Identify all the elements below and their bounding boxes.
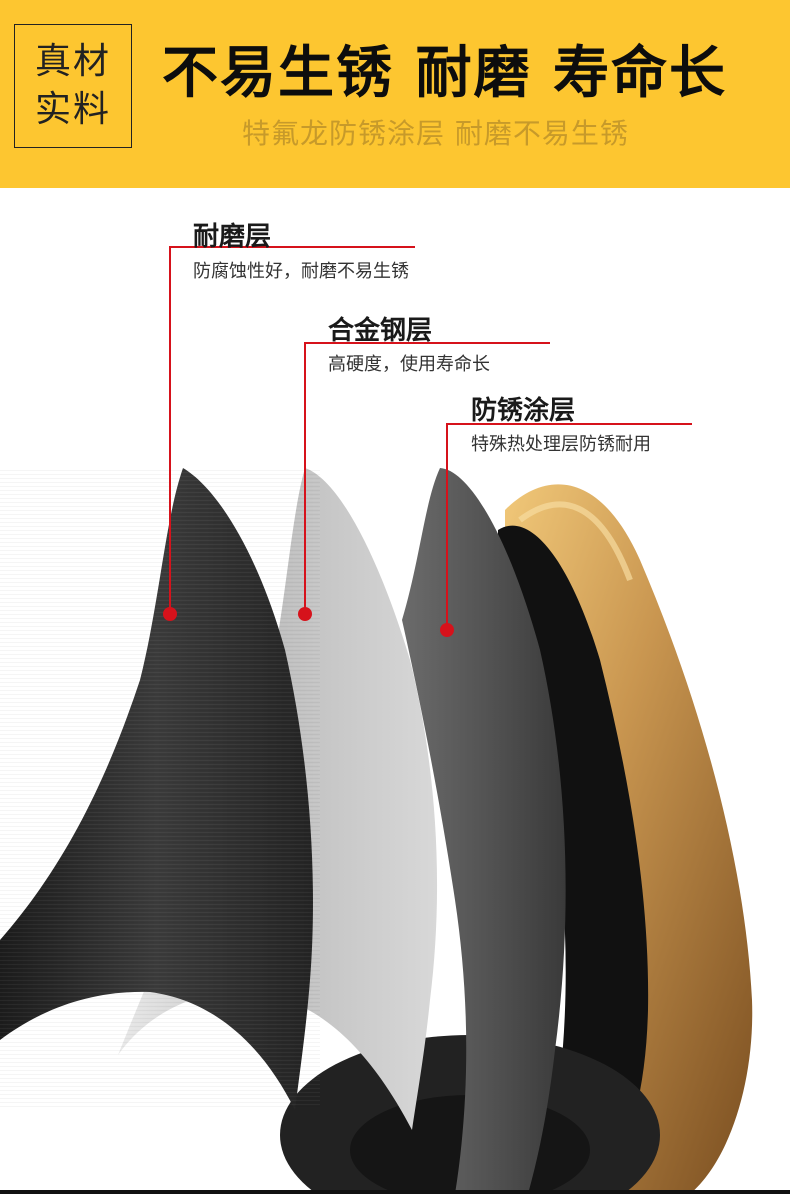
red-dot-icon [298, 607, 312, 621]
headline: 不易生锈 耐磨 寿命长 [162, 41, 727, 106]
quality-badge: 真材 实料 [14, 24, 132, 148]
badge-line-1: 真材 [34, 41, 111, 82]
blade-layers-illustration: 耐磨层 防腐蚀性好，耐磨不易生锈 合金钢层 高硬度，使用寿命长 防锈涂层 特殊热… [0, 188, 790, 1198]
callout-wear-layer [169, 246, 415, 614]
blade-layers-graphic [0, 246, 753, 1198]
layer-title-alloy: 合金钢层 [328, 316, 433, 346]
layer-title-rust: 防锈涂层 [471, 396, 576, 426]
layer-desc-rust: 特殊热处理层防锈耐用 [471, 434, 651, 455]
layer-title-wear: 耐磨层 [193, 222, 272, 252]
layer-desc-alloy: 高硬度，使用寿命长 [328, 354, 490, 375]
bottom-border [0, 1190, 790, 1194]
red-dot-icon [163, 607, 177, 621]
subheadline: 特氟龙防锈涂层 耐磨不易生锈 [242, 117, 629, 150]
badge-line-2: 实料 [34, 89, 111, 130]
header-banner: 真材 实料 不易生锈 耐磨 寿命长 特氟龙防锈涂层 耐磨不易生锈 [0, 0, 790, 188]
callout-alloy-layer [304, 342, 550, 614]
red-dot-icon [440, 623, 454, 637]
layer-desc-wear: 防腐蚀性好，耐磨不易生锈 [193, 261, 409, 282]
callout-rust-layer [446, 423, 692, 630]
gray-blade [402, 468, 566, 1194]
